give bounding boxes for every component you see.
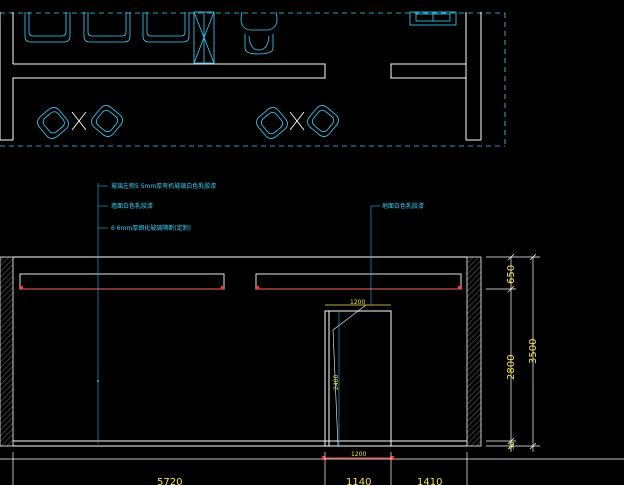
plan-partition-right (390, 63, 466, 79)
lounge-chair-2 (91, 105, 123, 137)
annotation-right-1: 地面白色乳胶漆 (382, 202, 424, 210)
sofa-seat-2 (83, 12, 131, 43)
soffit-marker-2 (221, 286, 224, 289)
door-dim-bottom-text: 1200 (351, 451, 366, 458)
door-dim-height-text: 2400 (333, 375, 340, 390)
wall-hatch-left (0, 256, 14, 447)
door-hinge-line (332, 304, 367, 331)
dim-chain-right (486, 253, 540, 452)
lounge-chair-4 (307, 105, 339, 137)
sofa-seat-3 (142, 12, 190, 43)
leader-left-dot (97, 380, 99, 382)
dim-bottom-1410: 1410 (417, 477, 442, 485)
soffit-panel-left (19, 273, 225, 290)
plan-toilet (240, 11, 278, 55)
annotation-left-3: 6 6mm厚钢化玻璃隔断(定制) (111, 224, 191, 232)
plan-cabinet (193, 11, 215, 64)
soffit-marker-4 (458, 286, 461, 289)
wall-hatch-right (466, 256, 482, 447)
dim-bottom-1140: 1140 (346, 477, 371, 485)
dim-right-2800: 2800 (506, 355, 517, 380)
soffit-marker-1 (20, 286, 23, 289)
dim-right-650: 650 (506, 265, 517, 284)
side-table-2 (289, 111, 305, 131)
sofa-seat-1 (24, 12, 71, 43)
plan-equipment (409, 11, 457, 26)
plan-view (0, 11, 506, 147)
door-dim-top-text: 1200 (350, 299, 365, 306)
annotation-left-1: 玻璃左侧5 5mm厚有机玻璃白色乳胶漆 (111, 182, 216, 190)
lounge-chair-1 (37, 107, 69, 139)
dim-right-50: 50 (508, 442, 516, 450)
door-dim-bottom-tick-l (322, 456, 325, 460)
soffit-marker-3 (256, 286, 259, 289)
plan-partition-left (12, 63, 326, 140)
side-table-1 (71, 111, 87, 131)
dim-right-3500: 3500 (528, 339, 539, 364)
annotation-left-2: 墙面白色乳胶漆 (111, 202, 153, 210)
dim-bottom-5720: 5720 (157, 477, 182, 485)
soffit-panel-right (255, 273, 462, 290)
dim-chain-bottom (12, 452, 468, 485)
elevation-view: 1200 2400 1200 玻璃左侧5 5mm厚有机玻璃白色乳胶漆 墙面白色乳… (0, 182, 624, 485)
lounge-chair-3 (256, 107, 288, 139)
door-dim-bottom-tick-r (391, 456, 394, 460)
door-swing-line (332, 329, 339, 447)
